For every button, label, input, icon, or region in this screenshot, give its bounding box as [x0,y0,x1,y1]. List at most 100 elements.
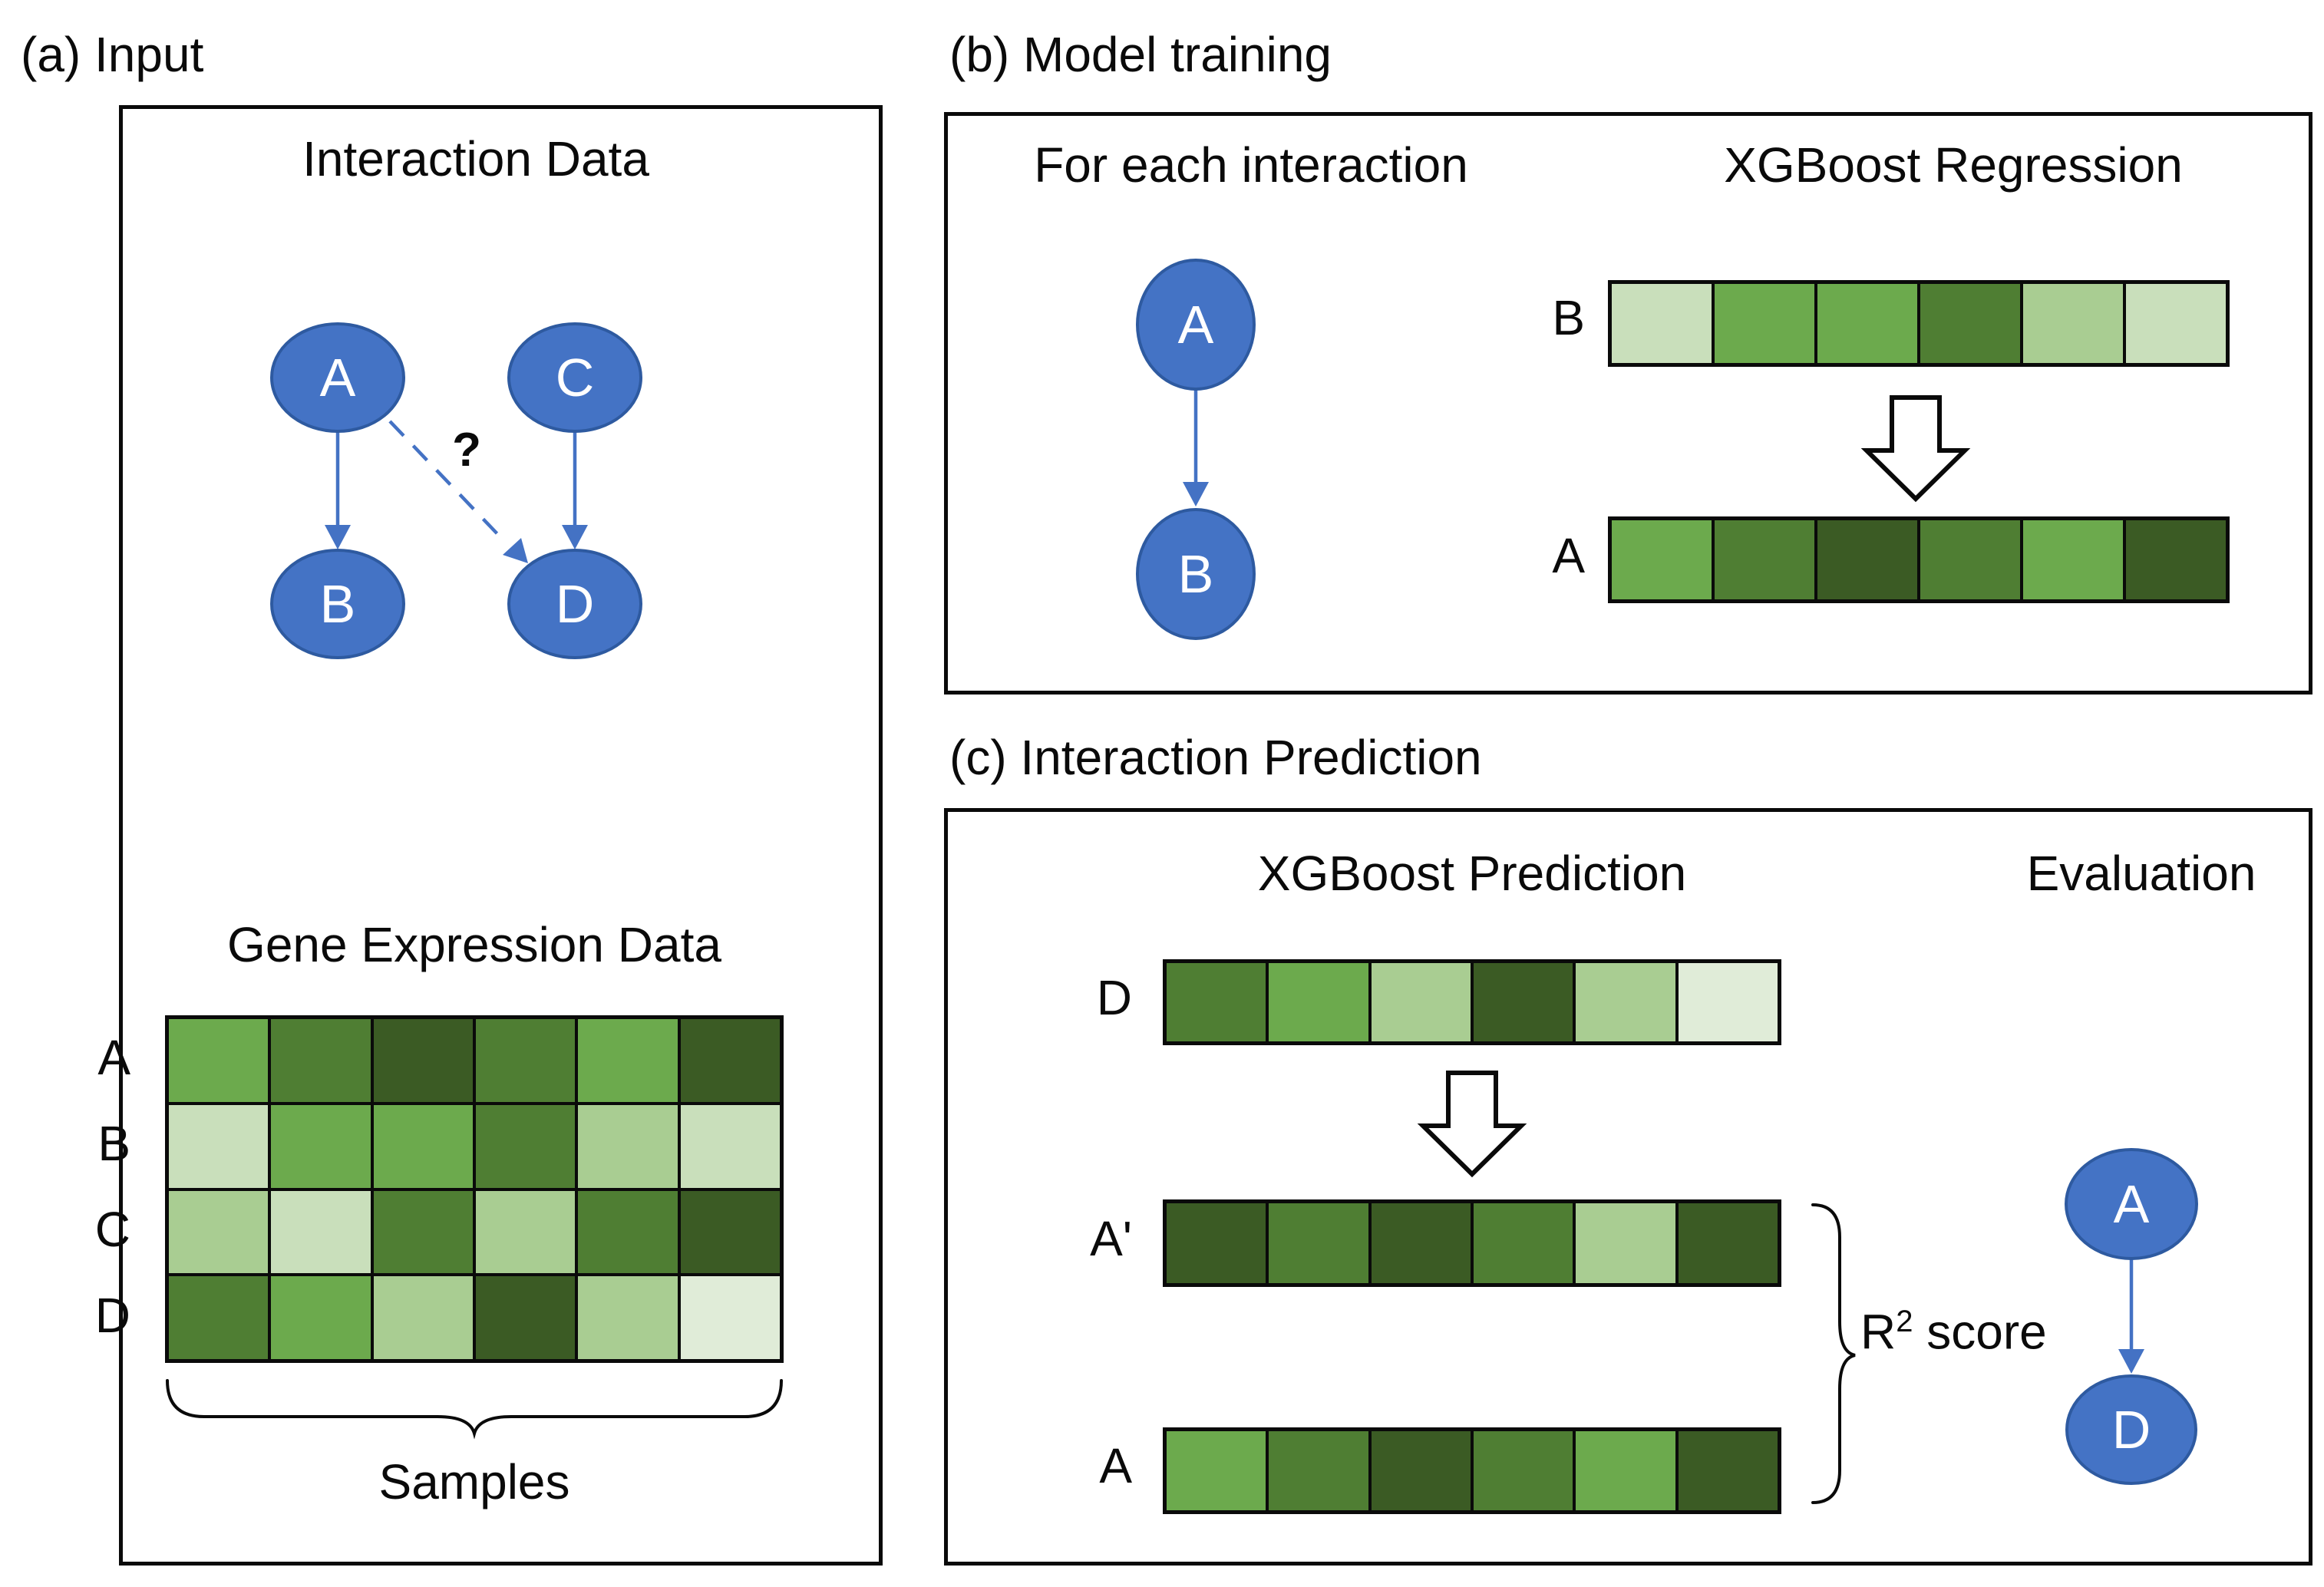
node-c-a [2065,1148,2198,1260]
c-row-label-a-prime: A' [1090,1211,1132,1266]
node-b-b-label: B [1178,544,1214,604]
heatmap-cell [1817,520,1917,599]
matrix-row-label-b: B [97,1116,130,1171]
b-heatmap-row-b [1608,280,2230,367]
heatmap-cell [1678,963,1778,1041]
heatmap-cell [1715,284,1814,363]
r2-score-label: R2 score [1860,1304,2047,1360]
heatmap-cell [1715,520,1814,599]
heatmap-cell [578,1190,678,1274]
heatmap-cell [1678,1203,1778,1283]
heatmap-cell [1167,1203,1266,1283]
heatmap-cell [1576,963,1675,1041]
heatmap-cell [373,1019,473,1102]
node-b-label: B [320,574,356,634]
node-b-a-label: A [1178,295,1214,355]
heatmap-cell [169,1276,269,1359]
heatmap-cell [1612,520,1712,599]
heatmap-cell [169,1019,269,1102]
samples-label: Samples [378,1454,570,1509]
panel-a-title: (a) Input [21,27,204,82]
node-c [507,322,642,433]
heatmap-cell [2126,520,2226,599]
block-arrow-down-b-icon [1860,395,1971,503]
heatmap-cell [1269,1203,1368,1283]
r2-score-sup: 2 [1896,1305,1913,1338]
heatmap-cell [475,1019,576,1102]
r2-score-brace [1811,1203,1856,1504]
matrix-row-label-a: A [97,1030,130,1085]
heatmap-cell [1167,1431,1266,1510]
heatmap-cell [1371,963,1471,1041]
heatmap-cell [373,1104,473,1188]
heatmap-cell [475,1190,576,1274]
panel-b-title: (b) Model training [949,27,1332,82]
r2-score-rest: score [1913,1304,2047,1360]
heatmap-cell [271,1104,371,1188]
heatmap-cell [1167,963,1266,1041]
heatmap-cell [2023,284,2123,363]
node-c-a-label: A [2114,1174,2150,1234]
heatmap-cell [475,1104,576,1188]
heatmap-cell [578,1104,678,1188]
interaction-data-heading: Interaction Data [302,131,649,186]
edge-a-to-d-dashed [388,420,504,541]
for-each-interaction-heading: For each interaction [1034,137,1468,193]
c-heatmap-row-a [1163,1427,1781,1514]
arrowhead-a-to-d-icon [503,538,528,563]
heatmap-cell [680,1019,780,1102]
matrix-row-label-c: C [94,1202,130,1257]
node-a-label: A [320,348,356,407]
evaluation-heading: Evaluation [2026,846,2256,901]
node-d [507,549,642,659]
xgboost-prediction-heading: XGBoost Prediction [1257,846,1687,901]
heatmap-cell [578,1019,678,1102]
b-row-label-b: B [1552,290,1585,345]
heatmap-cell [680,1190,780,1274]
arrowhead-a-to-b-icon [325,525,351,549]
heatmap-cell [169,1190,269,1274]
samples-brace [166,1379,783,1440]
graph-c-evaluation: A D [2065,1148,2198,1485]
node-b-a [1136,259,1256,391]
node-c-label: C [556,348,595,407]
heatmap-cell [1269,1431,1368,1510]
heatmap-cell [578,1276,678,1359]
heatmap-cell [1678,1431,1778,1510]
heatmap-cell [680,1276,780,1359]
matrix-row-label-d: D [94,1288,130,1343]
heatmap-cell [1817,284,1917,363]
node-b-b [1136,508,1256,640]
arrowhead-c-a-to-d-icon [2118,1349,2144,1374]
c-row-label-a: A [1099,1438,1132,1493]
heatmap-cell [271,1019,371,1102]
heatmap-cell [271,1276,371,1359]
heatmap-cell [1612,284,1712,363]
c-row-label-d: D [1096,970,1132,1025]
heatmap-cell [680,1104,780,1188]
heatmap-cell [2126,284,2226,363]
heatmap-cell [1576,1203,1675,1283]
gene-expression-heatmap [165,1015,784,1363]
b-row-label-a: A [1552,528,1585,583]
heatmap-cell [1371,1203,1471,1283]
heatmap-cell [1473,1203,1573,1283]
heatmap-cell [1920,284,2020,363]
b-heatmap-row-a [1608,516,2230,603]
gene-expression-heading: Gene Expression Data [227,917,721,972]
panel-c-title: (c) Interaction Prediction [949,730,1482,785]
heatmap-cell [1920,520,2020,599]
heatmap-cell [1371,1431,1471,1510]
node-c-d [2065,1374,2197,1485]
r2-score-r: R [1860,1304,1897,1360]
heatmap-cell [169,1104,269,1188]
heatmap-cell [2023,520,2123,599]
heatmap-cell [1473,1431,1573,1510]
heatmap-cell [271,1190,371,1274]
arrowhead-b-a-to-b-icon [1183,482,1209,506]
question-mark-label: ? [452,424,481,477]
c-heatmap-row-d [1163,959,1781,1045]
heatmap-cell [373,1190,473,1274]
heatmap-cell [373,1276,473,1359]
